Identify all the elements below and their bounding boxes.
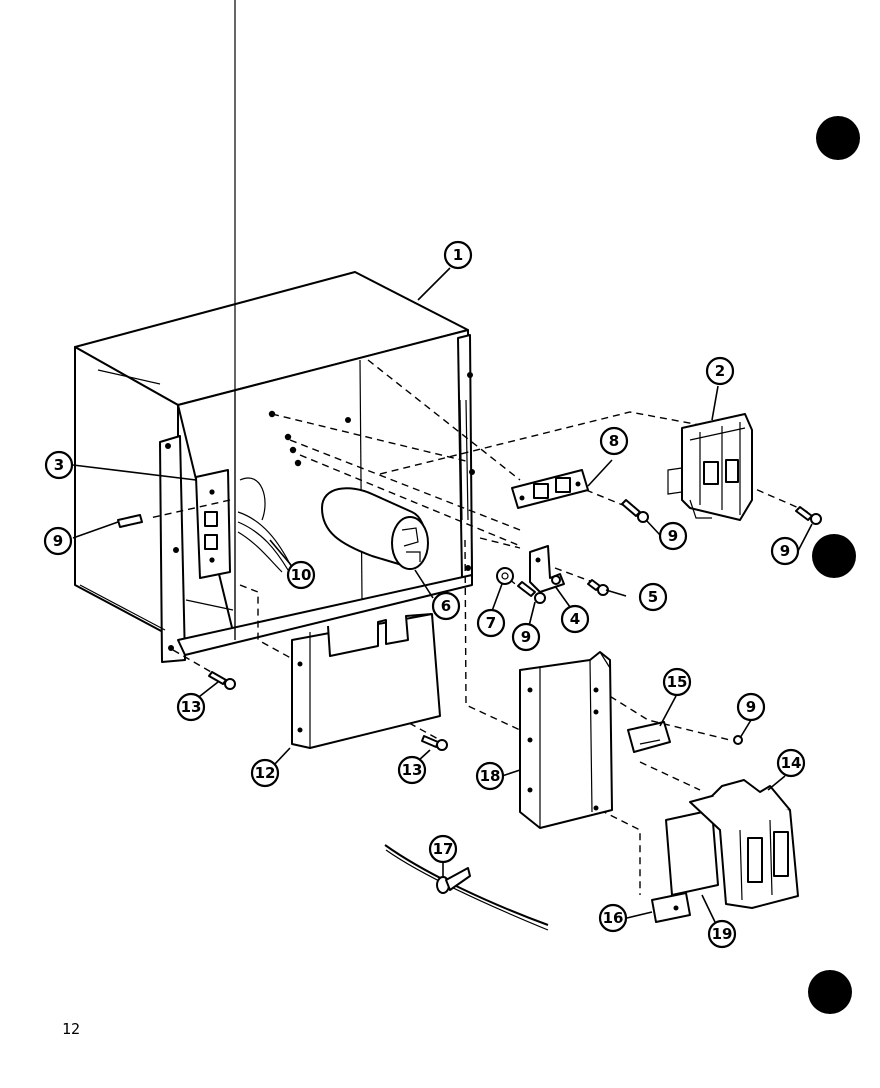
svg-text:3: 3	[54, 456, 64, 474]
callout-9-left: 9	[43, 526, 73, 556]
svg-text:8: 8	[609, 432, 619, 450]
binder-hole-middle	[812, 534, 856, 578]
callout-3: 3	[44, 450, 74, 480]
cover-panel	[291, 613, 441, 749]
callout-2: 2	[705, 356, 735, 386]
callout-7: 7	[476, 608, 506, 638]
svg-text:12: 12	[255, 764, 276, 782]
svg-text:16: 16	[603, 909, 624, 927]
callout-1: 1	[443, 240, 473, 270]
svg-text:9: 9	[521, 628, 531, 646]
terminal-strip	[511, 469, 589, 509]
callout-6: 6	[431, 591, 461, 621]
small-parts	[117, 499, 822, 751]
callout-13-left: 13	[176, 692, 206, 722]
svg-text:2: 2	[715, 362, 725, 380]
binder-hole-bottom	[808, 970, 852, 1014]
svg-text:1: 1	[453, 246, 463, 264]
svg-text:13: 13	[402, 761, 423, 779]
callout-4: 4	[560, 604, 590, 634]
leader-lines	[72, 267, 813, 923]
callout-13-cover: 13	[397, 755, 427, 785]
callout-10: 10	[286, 560, 316, 590]
circuit-breaker	[665, 779, 799, 909]
callout-12: 12	[250, 758, 280, 788]
page-number: 12	[62, 1020, 81, 1038]
svg-text:9: 9	[746, 698, 756, 716]
callout-8: 8	[599, 426, 629, 456]
svg-text:19: 19	[712, 925, 733, 943]
callout-16: 16	[598, 903, 628, 933]
svg-text:10: 10	[291, 566, 312, 584]
callout-18: 18	[475, 761, 505, 791]
svg-text:7: 7	[486, 614, 496, 632]
svg-text:18: 18	[480, 767, 501, 785]
callout-9-bushing: 9	[511, 622, 541, 652]
svg-text:9: 9	[53, 532, 63, 550]
svg-text:14: 14	[781, 754, 802, 772]
callout-15: 15	[662, 667, 692, 697]
callout-9-contactor: 9	[770, 536, 800, 566]
svg-text:9: 9	[780, 542, 790, 560]
svg-text:6: 6	[441, 597, 451, 615]
cable-tie	[384, 844, 549, 931]
callout-9-clip: 9	[736, 692, 766, 722]
contactor	[667, 413, 753, 521]
svg-text:17: 17	[433, 840, 454, 858]
callout-17: 17	[428, 834, 458, 864]
callout-5: 5	[638, 582, 668, 612]
callout-9-strip: 9	[658, 521, 688, 551]
svg-text:4: 4	[570, 610, 580, 628]
binder-hole-top	[816, 116, 860, 160]
control-box	[74, 0, 475, 663]
mounting-bracket	[519, 651, 613, 829]
svg-text:5: 5	[648, 588, 658, 606]
callout-19: 19	[707, 919, 737, 949]
svg-text:13: 13	[181, 698, 202, 716]
svg-text:9: 9	[668, 527, 678, 545]
svg-text:15: 15	[667, 673, 688, 691]
callout-14: 14	[776, 748, 806, 778]
